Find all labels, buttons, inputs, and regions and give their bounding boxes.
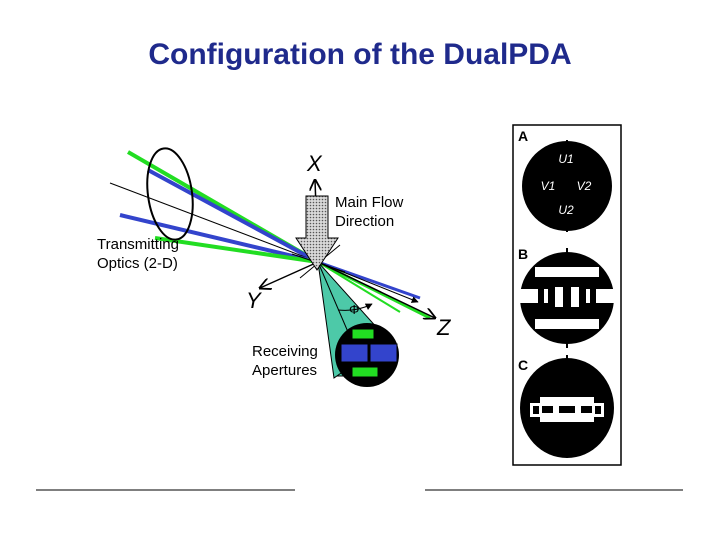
aperture-green-top bbox=[351, 328, 375, 340]
aperture-green-bottom bbox=[351, 366, 379, 378]
slit-b-gap-left bbox=[538, 289, 544, 303]
aperture-blue-left bbox=[340, 343, 369, 363]
z-axis-label: Z bbox=[437, 315, 451, 340]
slit-b-bottom bbox=[535, 319, 599, 329]
panel-a-label: A bbox=[518, 128, 529, 144]
slit-c-gap-right bbox=[595, 406, 601, 414]
beam-black-top bbox=[109, 182, 319, 263]
page-title: Configuration of the DualPDA bbox=[148, 38, 572, 71]
slit-c-mid-right bbox=[575, 397, 581, 422]
slit-b-top bbox=[535, 267, 599, 277]
main-flow-line2: Direction bbox=[335, 212, 395, 230]
y-axis-label: Y bbox=[246, 288, 261, 313]
beam-blue-out-1 bbox=[317, 260, 421, 300]
z-axis-arrow bbox=[317, 261, 435, 318]
panel-c-label: C bbox=[518, 357, 529, 373]
receiving-apertures-label: Receiving Apertures bbox=[252, 343, 318, 381]
beam-blue-bottom bbox=[119, 213, 319, 264]
channel-u2: U2 bbox=[558, 203, 574, 217]
slit-c-gap-left bbox=[533, 406, 539, 414]
panel-c bbox=[520, 355, 614, 458]
aperture-blue-right bbox=[369, 343, 398, 363]
receiving-line1: Receiving bbox=[252, 343, 318, 360]
panel-b-label: B bbox=[518, 246, 529, 262]
panel-a: U1 V1 V2 U2 bbox=[522, 140, 612, 232]
beam-green-out-2 bbox=[317, 261, 401, 313]
receiving-line2: Apertures bbox=[252, 361, 318, 379]
slit-c-mid-left bbox=[553, 397, 559, 422]
transmitting-line1: Transmitting bbox=[97, 236, 179, 253]
x-axis-label: X bbox=[307, 151, 322, 176]
phi-label: Φ bbox=[349, 302, 360, 317]
transmitting-optics-label: Transmitting Optics (2-D) bbox=[97, 236, 179, 274]
beam-green-bottom bbox=[154, 236, 319, 264]
main-flow-label: Main Flow Direction bbox=[335, 194, 403, 232]
transmitting-line2: Optics (2-D) bbox=[97, 254, 178, 272]
transmitting-lens bbox=[146, 147, 194, 241]
slit-b-mid-left bbox=[555, 287, 563, 307]
channel-v1: V1 bbox=[541, 179, 556, 193]
slit-b-mid-right bbox=[571, 287, 579, 307]
main-flow-line1: Main Flow bbox=[335, 194, 404, 211]
phi-arc bbox=[337, 303, 373, 311]
panel-b bbox=[520, 248, 614, 348]
slit-b-gap-right bbox=[590, 289, 596, 303]
channel-u1: U1 bbox=[558, 152, 573, 166]
slit-c-bottom bbox=[540, 413, 594, 422]
main-flow-arrow bbox=[295, 195, 339, 271]
channel-v2: V2 bbox=[577, 179, 592, 193]
y-axis-arrow bbox=[260, 261, 319, 288]
beam-blue-top bbox=[147, 168, 319, 264]
slit-c-top bbox=[540, 397, 594, 406]
receiving-apertures bbox=[335, 323, 399, 387]
